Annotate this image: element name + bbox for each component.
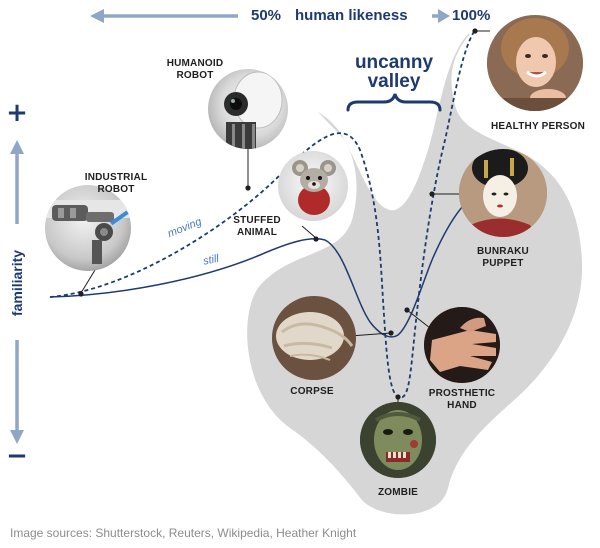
point-stuffed [313,236,319,242]
teddy-bear-icon [278,151,348,221]
uncanny-valley-label: uncanny valley [354,52,434,92]
zombie-label: ZOMBIE [377,487,419,498]
valley-brace [346,93,442,112]
likeness-50-label: 50% [251,7,282,24]
point-person [472,28,478,34]
familiarity-minus-sign: − [6,441,28,471]
corpse-label: CORPSE [290,386,334,397]
leader-stuffed [301,225,317,239]
robot-arm-icon [45,185,131,271]
point-zombie [395,394,401,400]
familiarity-arrow-down-head [10,430,24,444]
humanoid-robot-label: HUMANOID ROBOT [166,58,224,81]
humanoid-robot-icon [208,69,288,149]
likeness-arrow-left-head [90,9,104,23]
zombie-icon [360,402,436,478]
person-photo-icon [487,15,583,111]
curve-still [49,194,476,338]
industrial-robot-label: INDUSTRIAL ROBOT [84,172,148,195]
healthy-person-label: HEALTHY PERSON [490,121,586,132]
likeness-arrow-right-head [438,9,450,23]
point-humanoid [245,185,251,191]
point-corpse [388,330,394,336]
prosthetic-hand-label: PROSTHETIC HAND [428,388,496,411]
point-hand [404,307,410,313]
point-industrial [78,291,84,297]
prosthetic-hand-icon [424,307,500,383]
familiarity-axis-label: familiarity [9,249,25,317]
likeness-100-label: 100% [452,7,491,24]
leader-hand [406,309,431,329]
point-puppet [429,191,435,197]
corpse-icon [272,296,356,380]
stuffed-animal-label: STUFFED ANIMAL [233,215,281,238]
bunraku-puppet-label: BUNRAKU PUPPET [477,246,529,269]
puppet-icon [459,149,547,237]
familiarity-plus-sign: + [6,98,28,128]
likeness-axis-title: human likeness [295,7,408,24]
leader-industrial [80,269,96,294]
leader-corpse [349,332,392,337]
image-sources-caption: Image sources: Shutterstock, Reuters, Wi… [10,526,357,540]
familiarity-arrow-up-head [10,140,24,154]
